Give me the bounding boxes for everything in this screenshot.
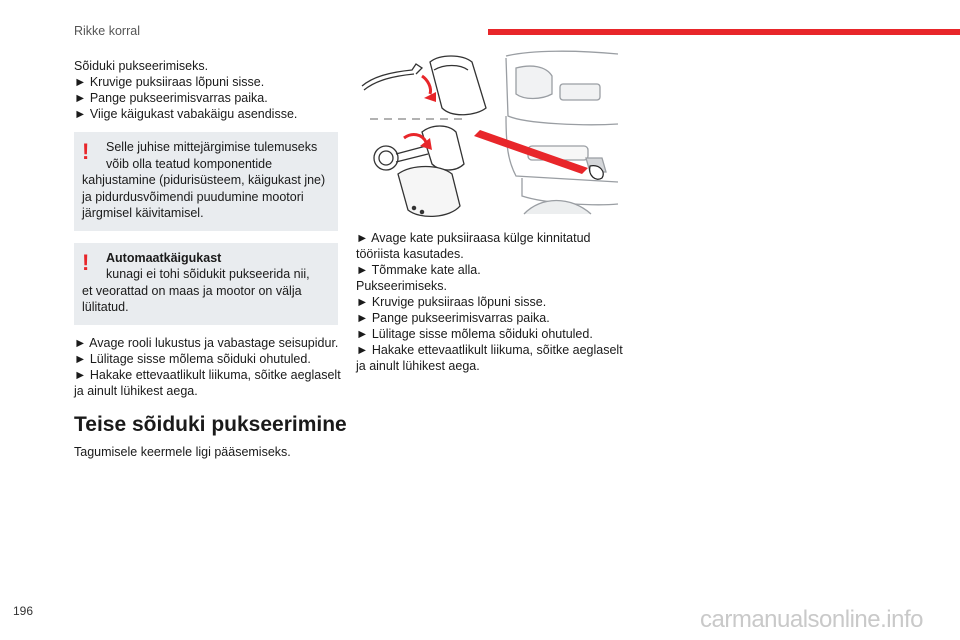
step-line: ► Avage kate puksiiraasa külge kinnitatu… xyxy=(356,231,591,245)
section-heading: Teise sõiduki pukseerimine xyxy=(74,412,347,436)
step-line: ► Avage rooli lukustus ja vabastage seis… xyxy=(74,335,339,350)
warning-exclamation-icon: ! xyxy=(82,249,90,275)
cover-plate-drawing xyxy=(397,165,461,217)
step-line: ► Kruvige puksiiraas lõpuni sisse. xyxy=(356,295,547,309)
car-rear-drawing xyxy=(505,50,619,215)
warning-text: järgmisel käivitamisel. xyxy=(82,206,204,220)
watermark[interactable]: carmanualsonline.info xyxy=(700,606,923,633)
warning-text: võib olla teatud komponentide xyxy=(106,156,273,171)
step-line: ► Pange pukseerimisvarras paika. xyxy=(356,311,550,325)
intro-text: Sõiduki pukseerimiseks. xyxy=(74,59,209,73)
step-line: ► Tõmmake kate alla. xyxy=(356,263,481,277)
page-number: 196 xyxy=(13,604,34,618)
step-line: ja ainult lühikest aega. xyxy=(74,383,198,398)
section-subtext: Tagumisele keermele ligi pääsemiseks. xyxy=(74,444,291,459)
step-line: Pukseerimiseks. xyxy=(356,279,447,293)
towing-eye-illustration xyxy=(361,50,619,217)
step-line: ► Pange pukseerimisvarras paika. xyxy=(74,91,268,105)
step-line: ► Lülitage sisse mõlema sõiduki ohutuled… xyxy=(74,351,311,366)
step-line: ► Lülitage sisse mõlema sõiduki ohutuled… xyxy=(356,327,593,341)
left-column: Sõiduki pukseerimiseks. ► Kruvige puksii… xyxy=(74,58,347,460)
warning-box-components: ! Selle juhise mittejärgimise tulemuseks… xyxy=(74,132,338,231)
warning-text: kahjustamine (pidurisüsteem, käigukast j… xyxy=(82,173,326,187)
step-line: ► Viige käigukast vabakäigu asendisse. xyxy=(74,107,298,121)
right-column: ► Avage kate puksiiraasa külge kinnitatu… xyxy=(356,230,623,374)
step-line: ► Hakake ettevaatlikult liikuma, sõitke … xyxy=(356,343,623,357)
step-line: ► Kruvige puksiiraas lõpuni sisse. xyxy=(74,75,265,89)
header-accent-bar xyxy=(488,29,960,35)
warning-text: et veorattad on maas ja mootor on välja xyxy=(82,283,302,298)
warning-box-automatic: ! Automaatkäigukast kunagi ei tohi sõidu… xyxy=(74,242,338,325)
warning-text: Selle juhise mittejärgimise tulemuseks xyxy=(106,140,318,154)
warning-exclamation-icon: ! xyxy=(82,139,90,164)
warning-text: kunagi ei tohi sõidukit pukseerida nii, xyxy=(106,267,310,281)
warning-title: Automaatkäigukast xyxy=(82,250,330,267)
warning-text: lülitatud. xyxy=(82,300,129,314)
step-line: ► Hakake ettevaatlikult liikuma, sõitke … xyxy=(74,367,341,382)
red-pointer-arrow xyxy=(474,130,588,174)
warning-text: ja pidurdusvõimendi puudumine mootori xyxy=(82,189,304,204)
warning-title-text: Automaatkäigukast xyxy=(106,250,222,265)
tool-and-cover-drawing xyxy=(361,55,487,116)
section-title: Rikke korral xyxy=(74,24,140,38)
towing-eye-drawing xyxy=(373,125,465,171)
step-line: ja ainult lühikest aega. xyxy=(356,359,480,373)
step-line: tööriista kasutades. xyxy=(356,247,464,261)
